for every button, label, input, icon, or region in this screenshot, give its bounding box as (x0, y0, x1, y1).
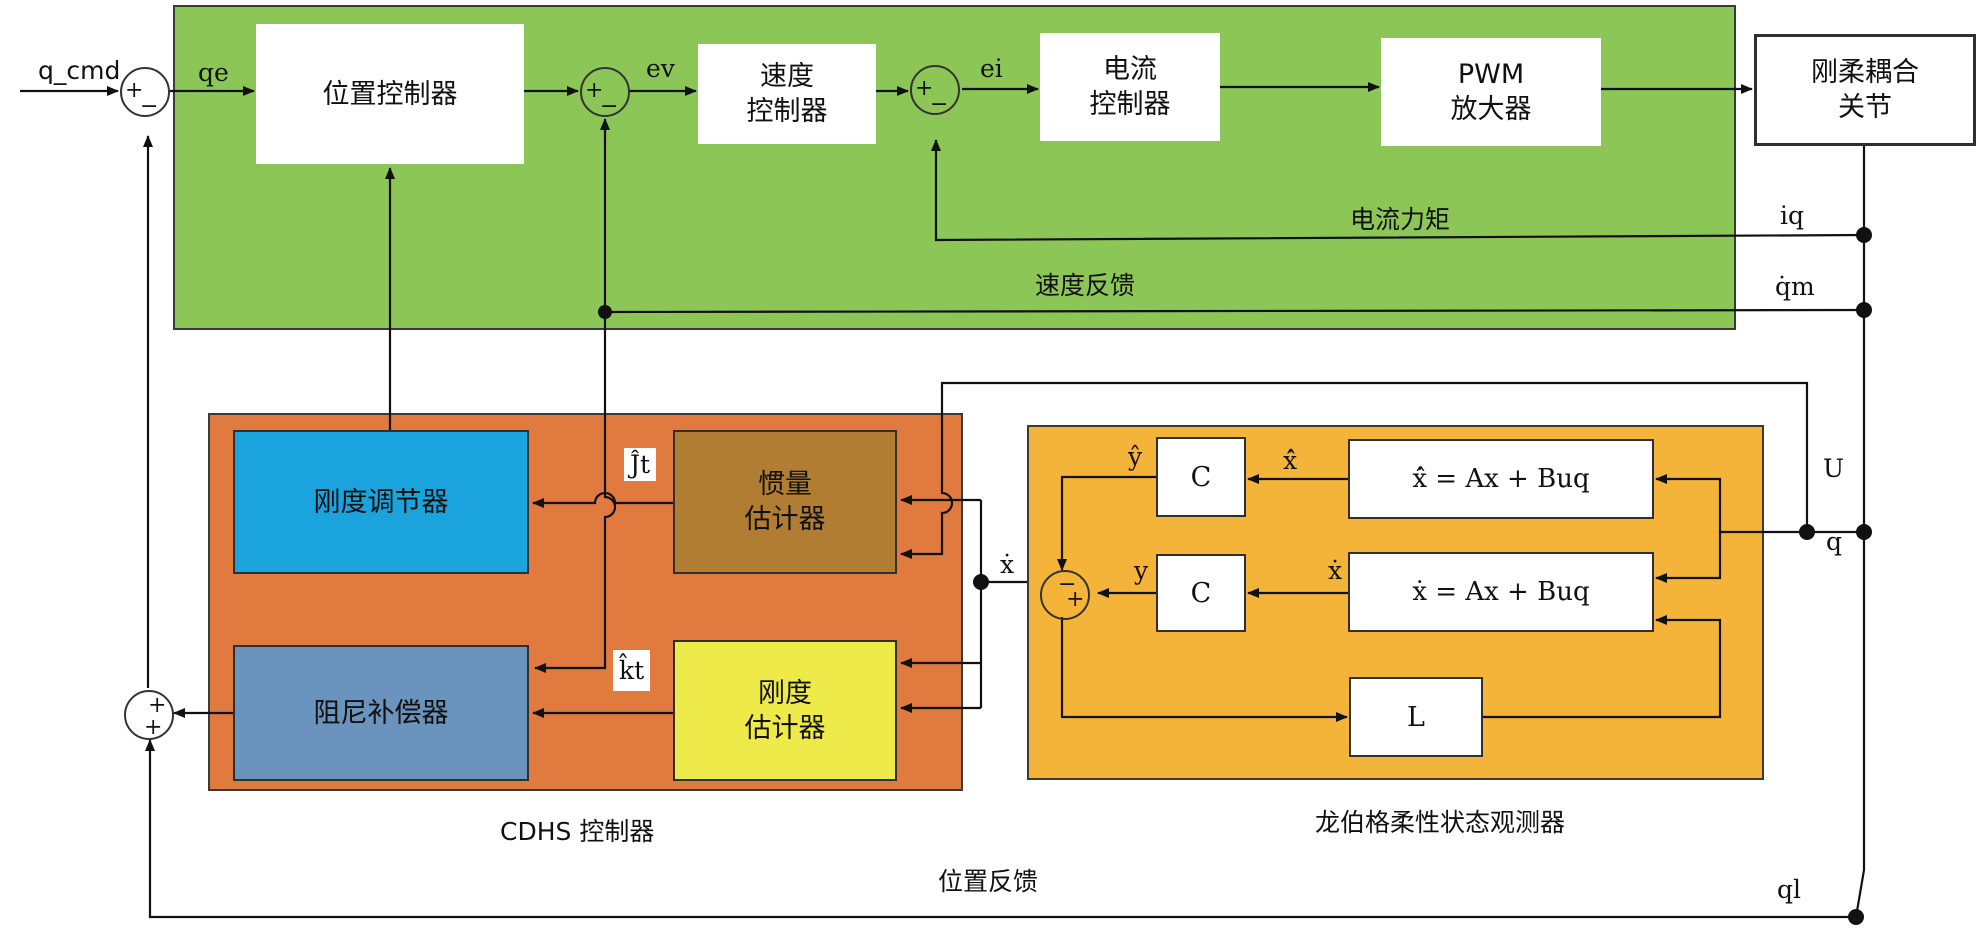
j-hat-label: Ĵt (624, 448, 657, 481)
ev-label: ev (646, 54, 675, 83)
stiffness-estimator-block: 刚度 估计器 (673, 640, 897, 781)
ql-label: ql (1777, 875, 1801, 904)
plus-sign: + (585, 78, 604, 103)
x-dot-observer-label: ẋ (1328, 556, 1343, 585)
cdhs-controller-caption: CDHS 控制器 (500, 817, 655, 846)
sum-junction-damping: + + (124, 690, 174, 740)
k-hat-label: k̂t (613, 650, 651, 691)
x-dot-label: ẋ (1000, 550, 1015, 579)
plus-sign: + (915, 76, 934, 101)
q-cmd-label: q_cmd (38, 56, 121, 85)
minus-sign: − (1058, 572, 1077, 597)
ei-label: ei (980, 54, 1003, 83)
u-label: U (1823, 454, 1845, 483)
joint-block: 刚柔耦合 关节 (1754, 34, 1976, 146)
sum-junction-current: + − (910, 65, 960, 117)
minus-sign: − (930, 92, 949, 117)
speed-feedback-label: 速度反馈 (1035, 271, 1136, 300)
current-controller-block: 电流 控制器 (1040, 33, 1220, 141)
l-gain-block: L (1349, 677, 1483, 757)
plus-sign: + (125, 78, 144, 103)
qm-dot-label: q̇m (1775, 272, 1815, 301)
position-controller-block: 位置控制器 (256, 24, 524, 164)
pwm-amplifier-block: PWM 放大器 (1381, 38, 1601, 146)
plus-sign: + (148, 693, 167, 718)
damping-compensator-block: 阻尼补偿器 (233, 645, 529, 781)
sum-junction-speed: + − (580, 67, 630, 119)
minus-sign: − (140, 94, 159, 119)
speed-controller-block: 速度 控制器 (698, 44, 876, 144)
current-torque-label: 电流力矩 (1350, 205, 1451, 234)
q-label: q (1826, 527, 1843, 556)
iq-label: iq (1780, 201, 1804, 230)
qe-label: qe (198, 58, 229, 87)
plant-state-equation-block: ẋ = Ax + Buq (1348, 552, 1654, 632)
observer-state-equation-block: ẋ̂ = Ax + Buq (1348, 439, 1654, 519)
sum-junction-position: + − (120, 67, 170, 119)
position-feedback-label: 位置反馈 (938, 867, 1039, 896)
plus-sign: + (144, 715, 163, 740)
inertia-estimator-block: 惯量 估计器 (673, 430, 897, 574)
xhat-dot-label: ẋ̂ (1283, 446, 1298, 475)
sum-junction-observer: − + (1040, 570, 1090, 620)
y-hat-label: ŷ (1128, 442, 1143, 471)
c-top-block: C (1156, 437, 1246, 517)
minus-sign: − (600, 94, 619, 119)
plus-sign: + (1066, 587, 1085, 612)
y-label: y (1134, 556, 1149, 585)
luenberger-observer-caption: 龙伯格柔性状态观测器 (1315, 808, 1566, 837)
c-bottom-block: C (1156, 554, 1246, 632)
stiffness-regulator-block: 刚度调节器 (233, 430, 529, 574)
